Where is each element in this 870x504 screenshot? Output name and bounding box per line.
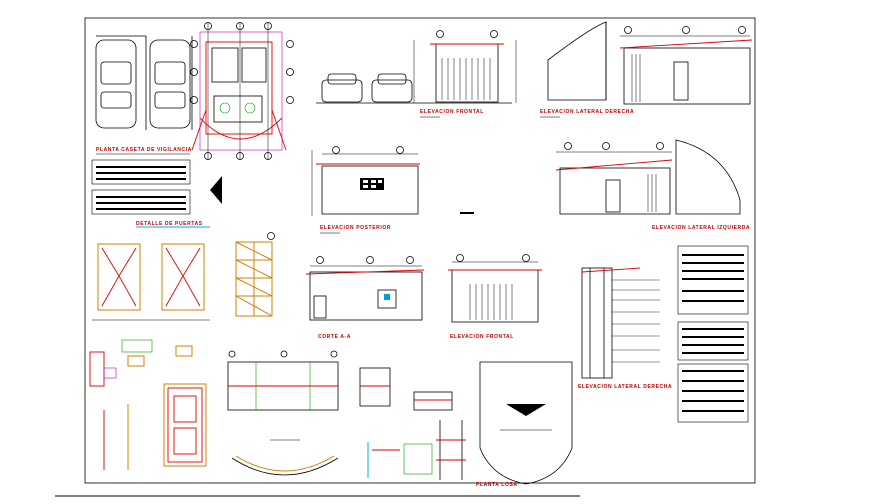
label-elev-lateral-mid: ELEVACION LATERAL IZQUIERDA xyxy=(652,225,750,231)
slab-plan: PLANTA LOSA xyxy=(476,361,573,488)
label-detalle-puertas: DETALLE DE PUERTAS xyxy=(136,221,203,227)
label-corte: CORTE A-A xyxy=(318,334,351,340)
floor-plans-bottom xyxy=(227,350,453,411)
door-details: DETALLE DE PUERTAS xyxy=(92,221,275,321)
schedule-tables-right xyxy=(677,245,749,423)
arc-detail xyxy=(231,439,339,476)
car-left-icon xyxy=(95,35,147,130)
elevation-frontal-mid: ELEVACION FRONTAL xyxy=(448,254,542,340)
plan-view-caseta: PLANTA CASETA DE VIGILANCIA xyxy=(95,22,294,160)
label-elev-frontal-mid: ELEVACION FRONTAL xyxy=(450,334,514,340)
elevation-frontal-top: ELEVACION FRONTAL xyxy=(316,30,517,118)
label-elev-frontal-top: ELEVACION FRONTAL xyxy=(420,109,484,115)
wall-section-detail: ELEVACION LATERAL DERECHA xyxy=(578,267,672,390)
label-elev-lateral-section: ELEVACION LATERAL DERECHA xyxy=(578,384,672,390)
north-arrow-icon xyxy=(210,176,222,204)
car-right-icon xyxy=(149,36,193,130)
label-planta-caseta: PLANTA CASETA DE VIGILANCIA xyxy=(96,147,192,153)
label-planta-losa: PLANTA LOSA xyxy=(476,482,518,488)
elevation-posterior: ELEVACION POSTERIOR xyxy=(311,146,474,234)
label-elev-lateral-top: ELEVACION LATERAL DERECHA xyxy=(540,109,634,115)
car-front-right-icon xyxy=(371,73,413,103)
elevation-lateral-top: ELEVACION LATERAL DERECHA xyxy=(540,21,753,118)
label-elev-posterior: ELEVACION POSTERIOR xyxy=(320,225,391,231)
small-details-left xyxy=(89,339,207,470)
sheet-border xyxy=(84,17,756,484)
car-front-left-icon xyxy=(321,73,363,103)
misc-details-center xyxy=(367,420,466,480)
opening-schedule-tables xyxy=(91,159,222,215)
elevation-lateral-mid: ELEVACION LATERAL IZQUIERDA xyxy=(555,139,750,231)
section-corte: CORTE A-A xyxy=(305,256,425,340)
